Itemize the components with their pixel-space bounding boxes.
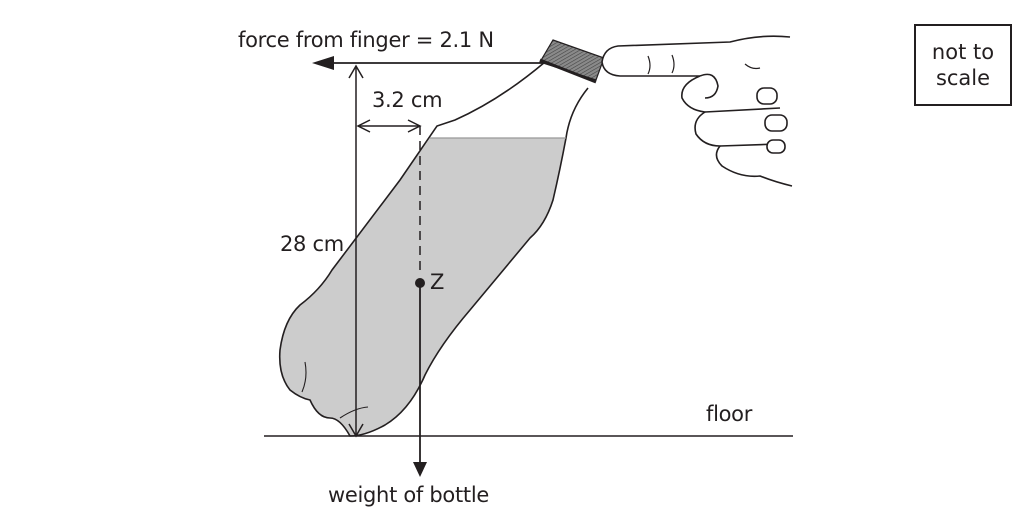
- distance-label-28cm: 28 cm: [280, 232, 344, 256]
- weight-label: weight of bottle: [328, 483, 489, 507]
- dimension-3-2cm: [356, 119, 422, 133]
- bottle-cap: [539, 39, 605, 84]
- hand: [601, 35, 793, 187]
- centre-of-mass-label: Z: [430, 270, 445, 294]
- note-line-2: scale: [935, 66, 991, 90]
- floor-label: floor: [706, 402, 753, 426]
- force-arrow: [312, 56, 545, 70]
- note-line-1: not to: [931, 40, 995, 64]
- distance-label-3-2cm: 3.2 cm: [372, 88, 443, 112]
- force-label: force from finger = 2.1 N: [238, 28, 494, 52]
- not-to-scale-note: not to scale: [914, 24, 1012, 106]
